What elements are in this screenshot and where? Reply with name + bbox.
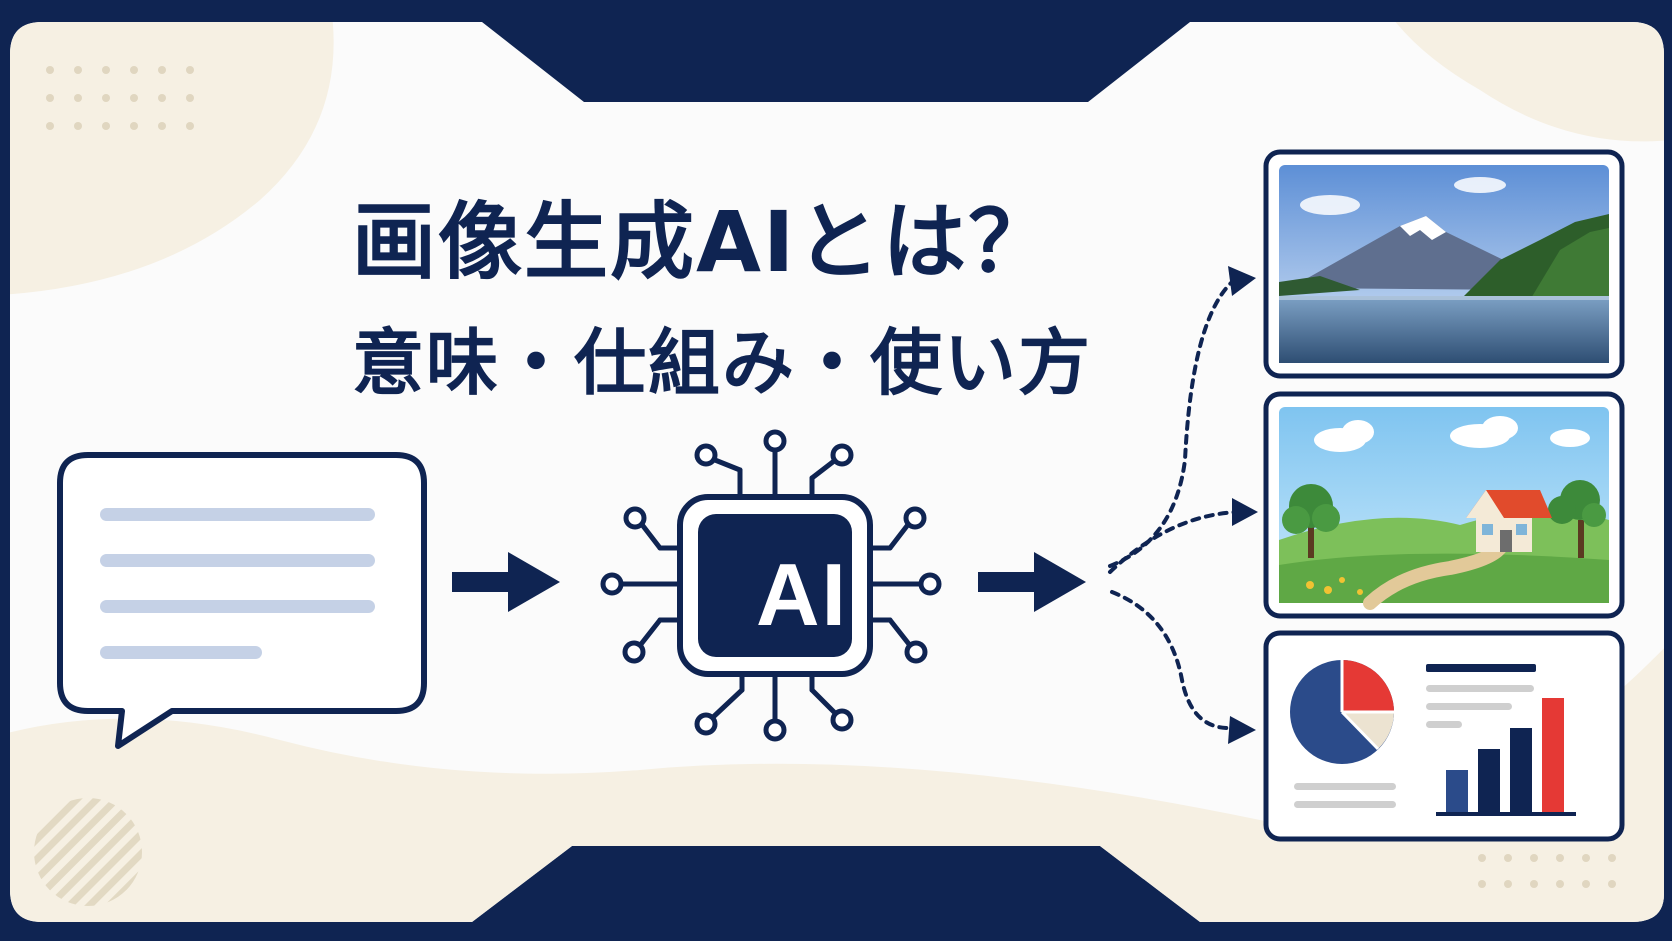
tree-icon [1282,480,1606,558]
decor-dot [1556,880,1564,888]
decor-dot [1504,880,1512,888]
house-icon [1466,490,1552,552]
decor-dot [102,122,110,130]
output-card-illustration [1263,391,1625,619]
decor-dot [158,122,166,130]
decor-dot [74,66,82,74]
decor-dot [46,94,54,102]
decor-dot [1582,854,1590,862]
prompt-text-line [100,554,375,567]
decor-dot [46,66,54,74]
decor-dot [186,66,194,74]
decor-dot [74,94,82,102]
decor-dot [102,66,110,74]
decor-dot [1608,880,1616,888]
output-card-chart [1263,630,1625,842]
arrowheads [1228,266,1258,744]
decor-dot [1478,880,1486,888]
mountain-icon [1290,216,1530,290]
dot-grid-decor-top [46,66,194,130]
decor-dot [130,122,138,130]
dot-grid-decor-bottom [1478,854,1616,888]
prompt-text-line [100,508,375,521]
decor-dot [130,66,138,74]
decor-dot [1556,854,1564,862]
flowers [1306,577,1363,595]
decor-dot [1478,854,1486,862]
bar-chart-icon [1436,698,1576,816]
striped-circle-decor [34,798,142,906]
decor-dot [74,122,82,130]
decor-dot [1608,854,1616,862]
decor-dot [1530,880,1538,888]
arrow-right-icon [978,552,1086,612]
decor-dot [1504,854,1512,862]
decor-dot [130,94,138,102]
prompt-text-line [100,600,375,613]
decor-dot [186,94,194,102]
decor-dot [102,94,110,102]
decor-dot [1582,880,1590,888]
page-title: 画像生成AIとは？ [352,193,1055,291]
decor-dot [186,122,194,130]
speech-bubble-icon [57,452,427,749]
output-card-photo [1263,149,1625,379]
ai-chip-label: AI [756,545,848,644]
cream-blob-top-left [10,22,334,295]
cream-blob-top-right [1380,22,1664,142]
page-subtitle: 意味・仕組み・使い方 [352,321,1093,405]
decor-dot [1530,854,1538,862]
arrow-right-icon [452,552,560,612]
decor-dot [158,66,166,74]
decor-dot [158,94,166,102]
dotted-branch-arrows-icon [1108,280,1240,731]
prompt-text-line [100,646,262,659]
decor-dot [46,122,54,130]
cream-wave-bottom [10,640,1664,922]
ai-chip-icon [600,429,942,742]
